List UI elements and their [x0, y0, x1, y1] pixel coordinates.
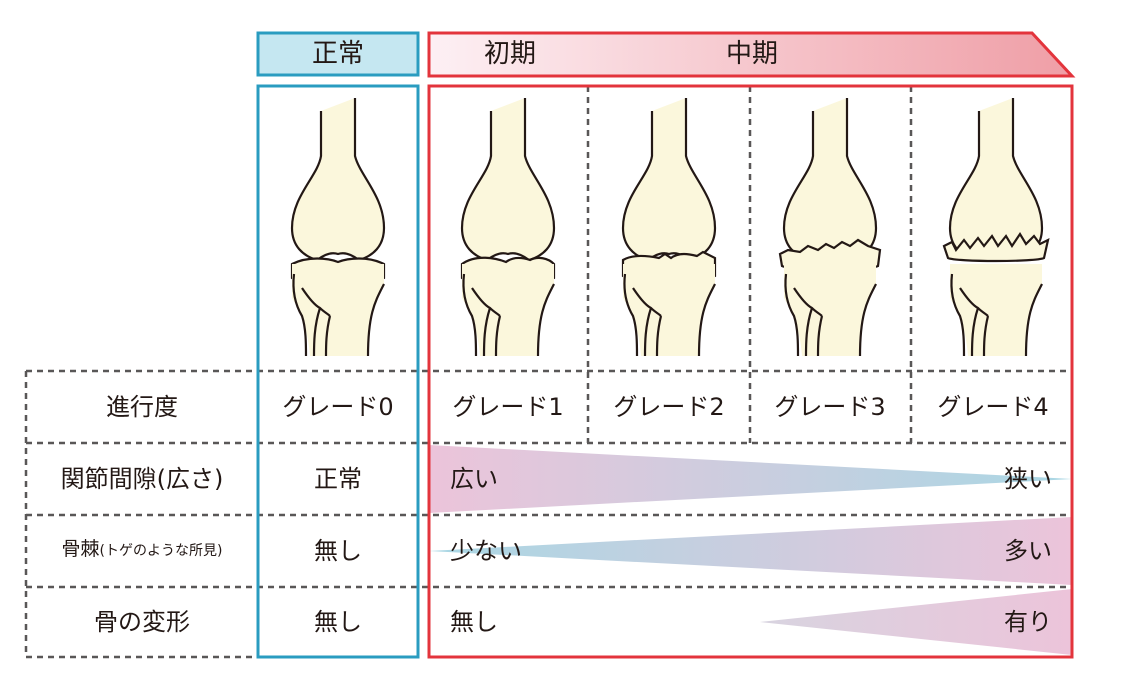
grade-2-label: グレード2: [613, 393, 725, 421]
row-label-joint-space: 関節間隙(広さ): [60, 465, 224, 493]
knee-joint-grade3-icon: [778, 96, 882, 358]
deformity-wedge: [760, 589, 1072, 655]
joint-space-wedge: [429, 445, 1072, 513]
row-label-bone-spur: 骨棘(トゲのような所見): [62, 540, 223, 559]
grade-3-label: グレード3: [774, 393, 886, 421]
knee-joint-grade1-icon: [460, 96, 556, 358]
normal-header-label: 正常: [311, 39, 365, 69]
normal-joint-space-value: 正常: [314, 465, 362, 493]
deformity-end-label: 有り: [1004, 608, 1052, 636]
bone-spur-label: 骨棘: [61, 538, 100, 560]
bone-spur-label-note: (トゲのような所見): [99, 543, 223, 559]
oa-column-frame: [427, 84, 1074, 659]
joint-space-start-label: 広い: [450, 465, 498, 493]
oa-header-arrow: [427, 31, 1076, 78]
normal-column-frame: [256, 84, 420, 659]
normal-bone-spur-value: 無し: [314, 537, 362, 565]
grade-0-label: グレード0: [282, 393, 394, 421]
normal-header-box: [256, 31, 420, 77]
deformity-start-label: 無し: [450, 608, 498, 636]
knee-joint-normal-icon: [290, 96, 386, 358]
table-grid: [24, 86, 1072, 659]
bone-spur-wedge: [429, 517, 1072, 585]
grade-1-label: グレード1: [452, 393, 564, 421]
knee-joint-grade2-icon: [621, 96, 717, 358]
row-label-progress: 進行度: [106, 393, 178, 421]
mid-stage-label: 中期: [725, 39, 779, 69]
knee-joint-grade4-icon: [942, 96, 1050, 358]
joint-space-end-label: 狭い: [1004, 465, 1052, 493]
early-stage-label: 初期: [483, 39, 537, 69]
bone-spur-start-label: 少ない: [450, 537, 522, 565]
bone-spur-end-label: 多い: [1004, 537, 1052, 565]
grade-4-label: グレード4: [937, 393, 1049, 421]
row-label-deformity: 骨の変形: [94, 608, 190, 636]
normal-deformity-value: 無し: [314, 608, 362, 636]
